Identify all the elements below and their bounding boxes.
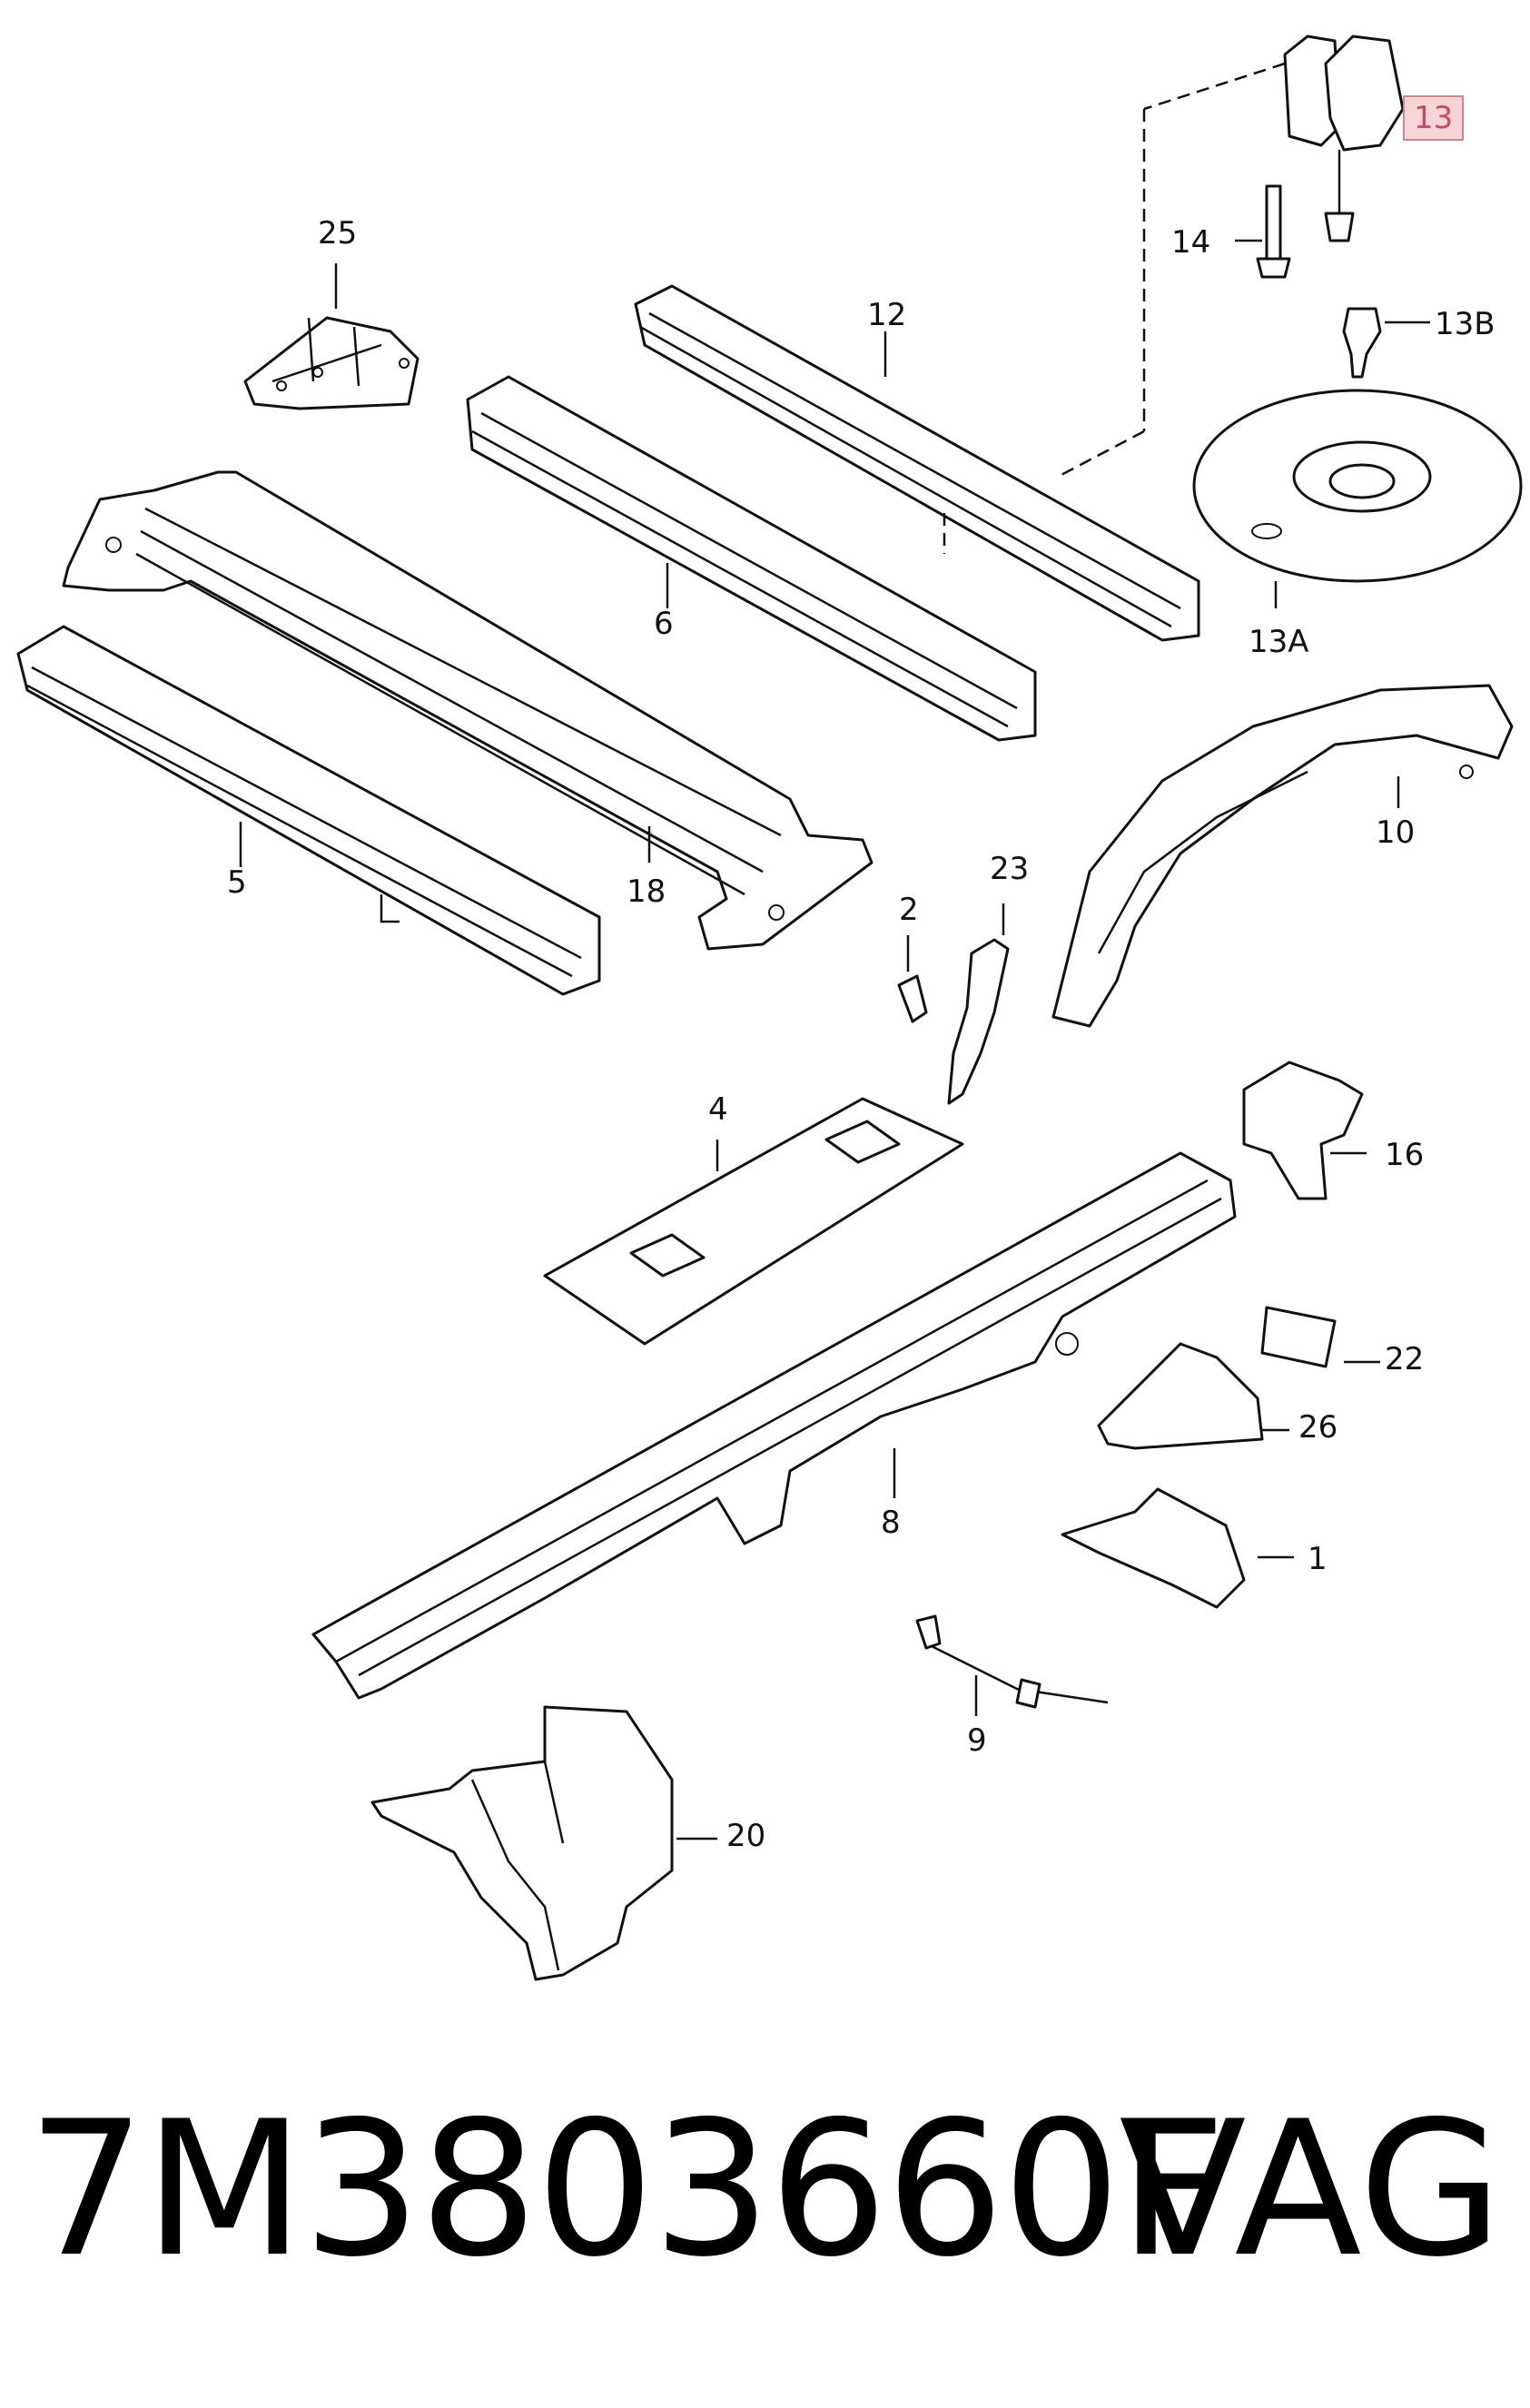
part-13a-disc [1192, 389, 1523, 608]
part-23-bracket [947, 903, 1010, 1105]
callout-2: 2 [899, 892, 919, 928]
part-13-bracket [1057, 35, 1416, 479]
callout-6: 6 [654, 606, 674, 642]
part-6-rail [466, 375, 1037, 742]
part-20-assembly [370, 1705, 717, 1981]
callout-23: 23 [990, 851, 1030, 887]
part-5-rail [16, 625, 601, 996]
part-4-plate [543, 1097, 964, 1346]
callout-12: 12 [867, 297, 907, 333]
callout-1: 1 [1308, 1541, 1328, 1577]
footer-caption: 7M3803660F VAG [27, 2097, 1503, 2284]
callout-20: 20 [726, 1818, 766, 1854]
brand-name: VAG [1119, 2082, 1503, 2298]
callout-18: 18 [627, 873, 666, 910]
callout-5: 5 [227, 864, 247, 901]
callout-16: 16 [1385, 1137, 1425, 1173]
part-13b-cap [1342, 307, 1430, 379]
callout-13[interactable]: 13 [1403, 95, 1465, 141]
part-2-clip [897, 935, 928, 1023]
callout-10: 10 [1376, 814, 1416, 851]
callout-14: 14 [1171, 224, 1211, 261]
callout-13a: 13A [1249, 624, 1309, 660]
callout-13b: 13B [1435, 306, 1495, 342]
callout-26: 26 [1298, 1409, 1338, 1446]
part-22-plate [1260, 1306, 1380, 1368]
part-8-main-frame [311, 1151, 1237, 1700]
callout-22: 22 [1385, 1341, 1425, 1377]
part-16-bracket [1242, 1061, 1367, 1200]
callout-25: 25 [318, 215, 358, 252]
part-18-rail [62, 470, 874, 951]
callout-9: 9 [967, 1722, 987, 1759]
callout-4: 4 [708, 1091, 728, 1128]
part-number: 7M3803660F [27, 2082, 1226, 2298]
part-25-bracket [243, 263, 420, 410]
callout-8: 8 [881, 1505, 901, 1541]
part-26-bracket [1097, 1342, 1289, 1450]
part-10-wheel-arch [1051, 684, 1514, 1028]
part-1-panel [1061, 1487, 1294, 1609]
part-12-rail [634, 284, 1200, 642]
part-14-bolt [1235, 184, 1291, 279]
part-9-strap [915, 1614, 1109, 1716]
